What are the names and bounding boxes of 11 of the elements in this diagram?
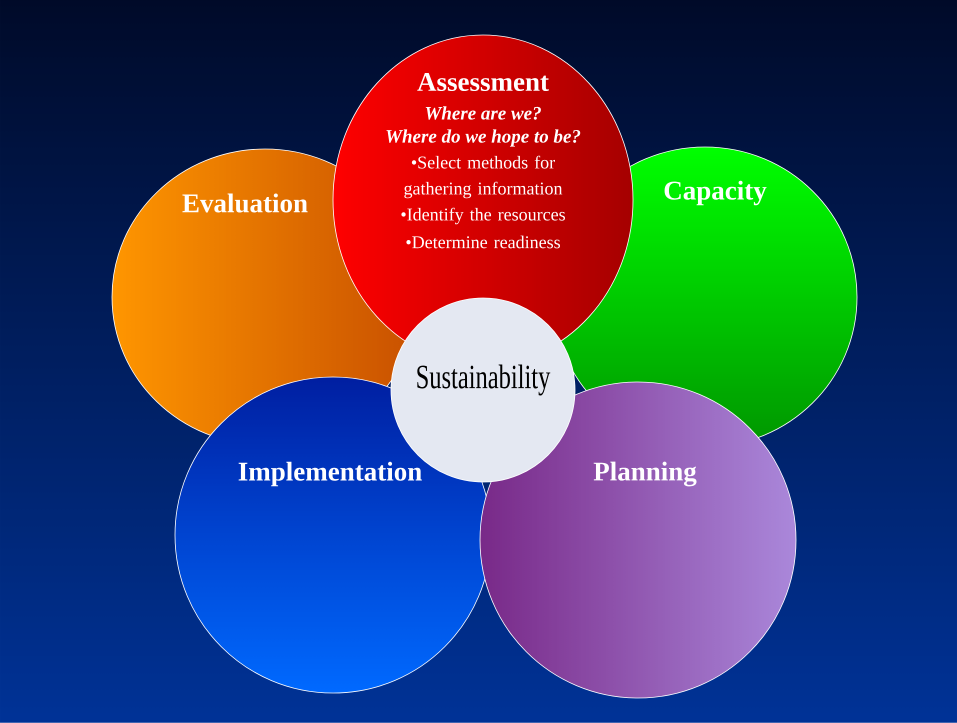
bullet-text: •Select methods for gathering information (404, 156, 562, 198)
circle-title: Evaluation (182, 193, 308, 213)
question-text: Where are we? (426, 106, 541, 120)
circle-title: Sustainability (417, 364, 550, 396)
circle-title: Assessment (417, 72, 549, 92)
question-text: Where do we hope to be? (386, 129, 580, 147)
bullet-text: •Determine readiness (406, 236, 560, 248)
bullet-text: •Identify the resources (401, 208, 565, 224)
circle-title: Implementation (238, 462, 422, 486)
circle-title: Planning (594, 462, 697, 486)
circle-title: Capacity (664, 180, 766, 206)
